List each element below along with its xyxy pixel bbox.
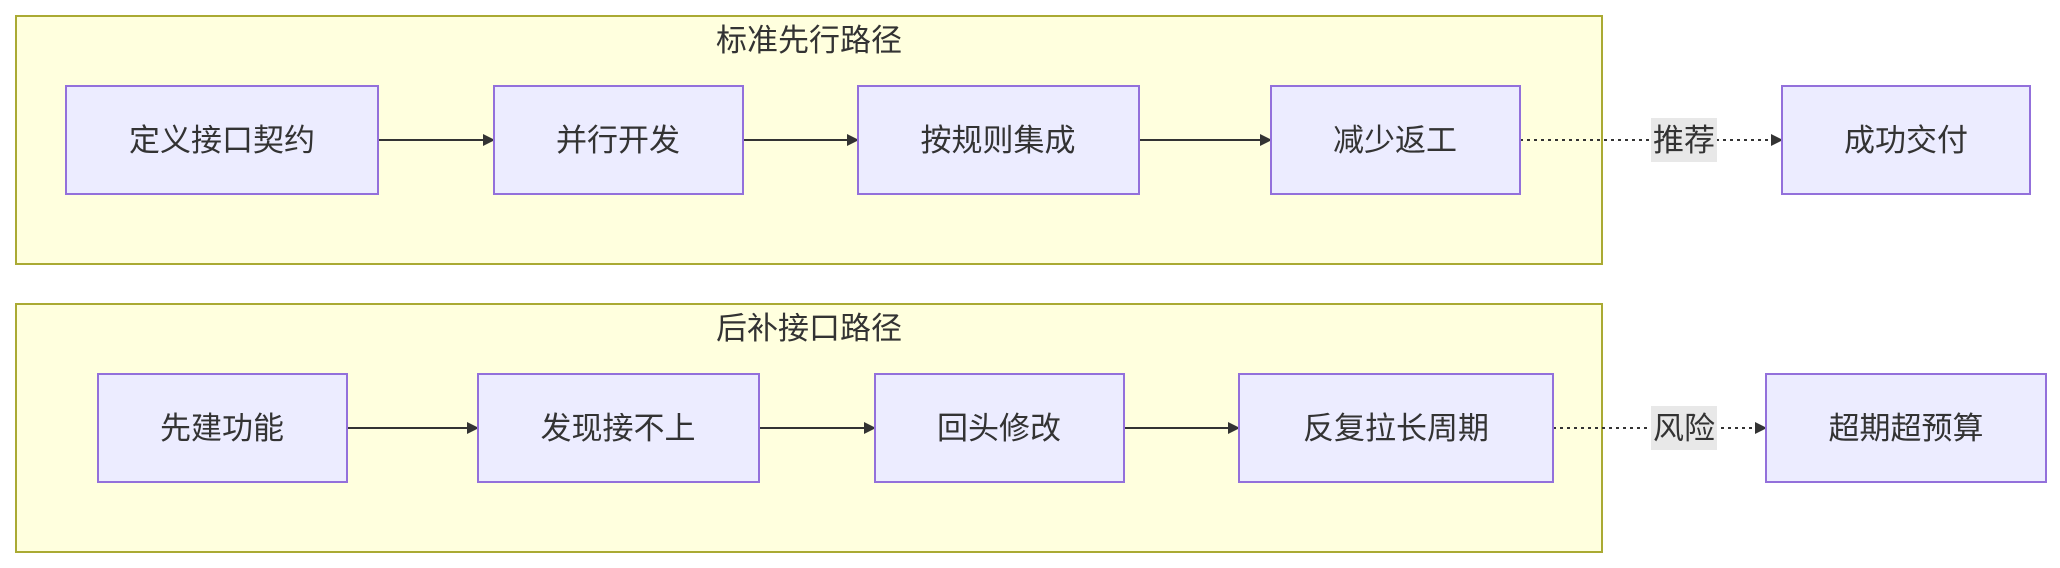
node-go-back-fix[interactable]: 回头修改 (874, 373, 1125, 483)
node-find-mismatch[interactable]: 发现接不上 (477, 373, 760, 483)
node-define-contract[interactable]: 定义接口契约 (65, 85, 379, 195)
node-less-rework-label: 减少返工 (1333, 123, 1457, 159)
edge-label-risk-bg (1651, 406, 1717, 450)
node-parallel-dev[interactable]: 并行开发 (493, 85, 744, 195)
node-over-budget[interactable]: 超期超预算 (1765, 373, 2047, 483)
edge-label-recommend-text: 推荐 (1653, 123, 1715, 159)
node-define-contract-label: 定义接口契约 (129, 123, 315, 159)
cluster-late-title: 后补接口路径 (716, 311, 902, 347)
node-build-first[interactable]: 先建功能 (97, 373, 348, 483)
edge-label-risk: 风险 (1651, 406, 1717, 450)
node-less-rework[interactable]: 减少返工 (1270, 85, 1521, 195)
node-longer-cycle[interactable]: 反复拉长周期 (1238, 373, 1554, 483)
edge-label-risk-text: 风险 (1653, 411, 1715, 447)
node-parallel-dev-label: 并行开发 (556, 123, 680, 159)
node-integrate-by-rules[interactable]: 按规则集成 (857, 85, 1140, 195)
node-longer-cycle-label: 反复拉长周期 (1303, 411, 1489, 447)
node-success-delivery-label: 成功交付 (1844, 123, 1968, 159)
node-success-delivery[interactable]: 成功交付 (1781, 85, 2031, 195)
node-find-mismatch-label: 发现接不上 (541, 411, 696, 447)
cluster-standard-title: 标准先行路径 (716, 23, 902, 59)
node-build-first-label: 先建功能 (160, 411, 284, 447)
edge-label-recommend: 推荐 (1651, 118, 1717, 162)
node-over-budget-label: 超期超预算 (1829, 411, 1984, 447)
node-go-back-fix-label: 回头修改 (937, 411, 1061, 447)
node-integrate-by-rules-label: 按规则集成 (921, 123, 1076, 159)
edge-label-recommend-bg (1651, 118, 1717, 162)
